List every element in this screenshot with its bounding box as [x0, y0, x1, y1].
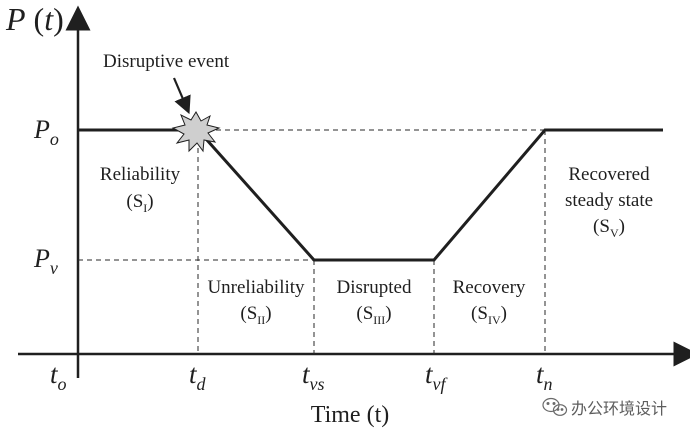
- wechat-icon: [542, 397, 568, 416]
- phase-disrupted-name: Disrupted: [337, 277, 412, 298]
- watermark-text: 办公环境设计: [571, 399, 667, 418]
- y-axis-label: P (t): [5, 1, 64, 37]
- phase-recovery: Recovery (SIV): [453, 277, 526, 327]
- disruptive-event-label: Disruptive event: [103, 51, 230, 72]
- phase-unreliability: Unreliability (SII): [207, 277, 305, 327]
- tick-to-label: to: [50, 359, 67, 394]
- watermark: 办公环境设计: [542, 397, 667, 418]
- phase-unreliability-name: Unreliability: [207, 277, 305, 298]
- phase-disrupted-state: (SIII): [356, 303, 391, 327]
- phase-disrupted: Disrupted (SIII): [337, 277, 412, 327]
- phase-recovery-name: Recovery: [453, 277, 526, 298]
- phase-recovery-state: (SIV): [471, 303, 507, 327]
- phase-unreliability-state: (SII): [240, 303, 271, 327]
- tick-tn-label: tn: [536, 359, 553, 394]
- phase-recovered-line-2: steady state: [565, 190, 653, 211]
- phase-recovered-steady-state: Recovered steady state (SV): [565, 164, 653, 240]
- phase-recovered-state: (SV): [593, 216, 625, 240]
- event-arrow: [172, 77, 191, 115]
- dashed-guides: [78, 129, 546, 354]
- phase-reliability-state: (SI): [126, 191, 153, 215]
- phase-reliability: Reliability (SI): [100, 164, 181, 215]
- disruptive-event-burst-icon: [171, 111, 221, 153]
- tick-td-label: td: [189, 359, 207, 394]
- tick-tvs-label: tvs: [302, 359, 325, 394]
- x-axis-label: Time (t): [311, 402, 389, 428]
- tick-tvf-label: tvf: [425, 359, 449, 394]
- phase-reliability-name: Reliability: [100, 164, 181, 185]
- level-pv-label: Pv: [33, 244, 58, 278]
- level-po-label: Po: [33, 115, 59, 149]
- phase-recovered-line-1: Recovered: [568, 164, 650, 185]
